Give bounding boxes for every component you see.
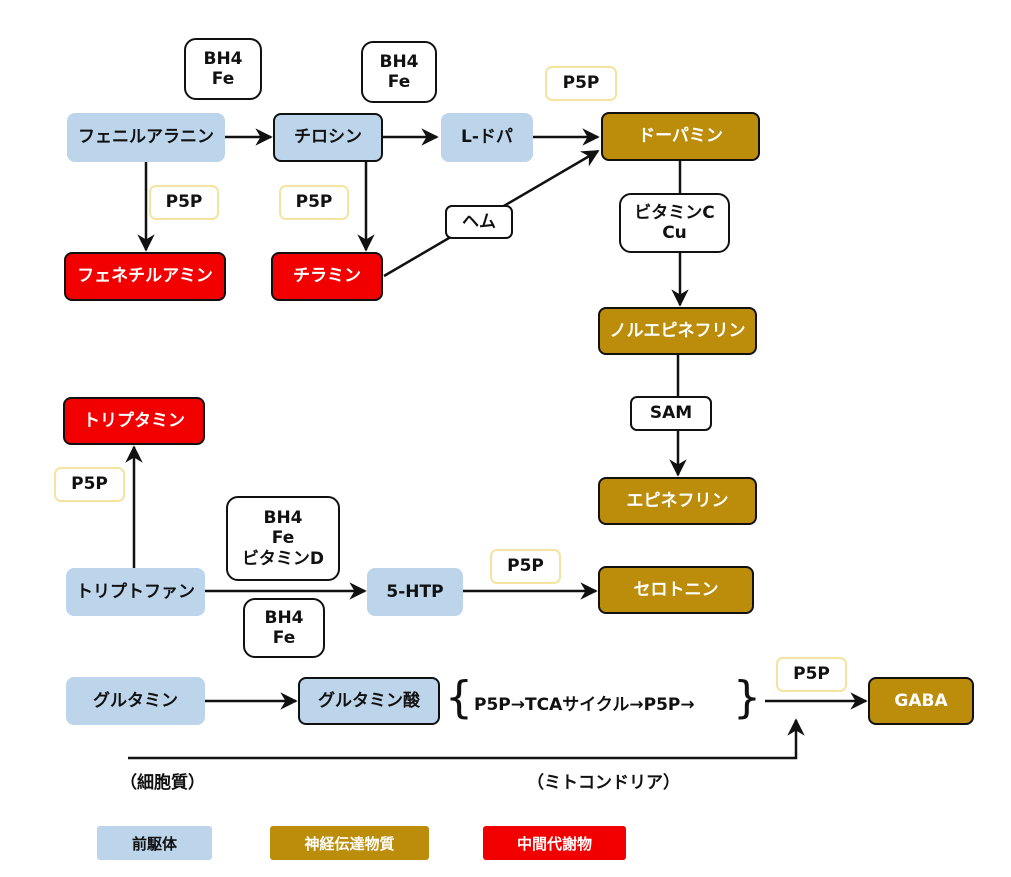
node-dopamine: ドーパミン — [601, 112, 760, 161]
brace-left: { — [445, 672, 473, 723]
node-serotonin: セロトニン — [598, 566, 754, 614]
cofactor-p5p-phenethylamine: P5P — [149, 185, 219, 220]
label-mitochondria: （ミトコンドリア） — [527, 773, 680, 793]
node-phenylalanine: フェニルアラニン — [67, 113, 225, 162]
legend-neurotransmitter: 神経伝達物質 — [270, 826, 429, 860]
cofactor-p5p-ldopa: P5P — [545, 66, 617, 101]
node-gaba: GABA — [868, 677, 974, 725]
node-5htp: 5-HTP — [367, 568, 463, 616]
node-phenethylamine: フェネチルアミン — [64, 252, 226, 301]
node-epinephrine: エピネフリン — [598, 477, 757, 525]
cofactor-p5p-tryptamine: P5P — [54, 467, 125, 502]
node-norepinephrine: ノルエピネフリン — [598, 307, 757, 355]
node-ldopa: L-ドパ — [441, 113, 533, 162]
cofactor-p5p-tyramine: P5P — [279, 185, 349, 220]
legend-precursor: 前駆体 — [97, 826, 212, 860]
node-tyrosine: チロシン — [273, 113, 383, 162]
cofactor-sam: SAM — [630, 396, 712, 431]
node-tryptophan: トリプトファン — [66, 568, 205, 616]
node-glutamine: グルタミン — [66, 677, 205, 725]
arrow-cytoplasm-mitochondria — [128, 718, 805, 760]
cofactor-p5p-serotonin: P5P — [490, 549, 561, 584]
cycle-text: P5P→TCAサイクル→P5P→ — [474, 695, 695, 715]
cofactor-heme: ヘム — [445, 205, 513, 239]
node-glutamate: グルタミン酸 — [298, 677, 440, 725]
node-tryptamine: トリプタミン — [63, 397, 205, 445]
cofactor-p5p-gaba: P5P — [776, 657, 847, 692]
brace-right: } — [733, 672, 761, 723]
node-tyramine: チラミン — [271, 252, 383, 301]
label-cytoplasm: （細胞質） — [120, 773, 205, 793]
legend-intermediate: 中間代謝物 — [483, 826, 626, 860]
